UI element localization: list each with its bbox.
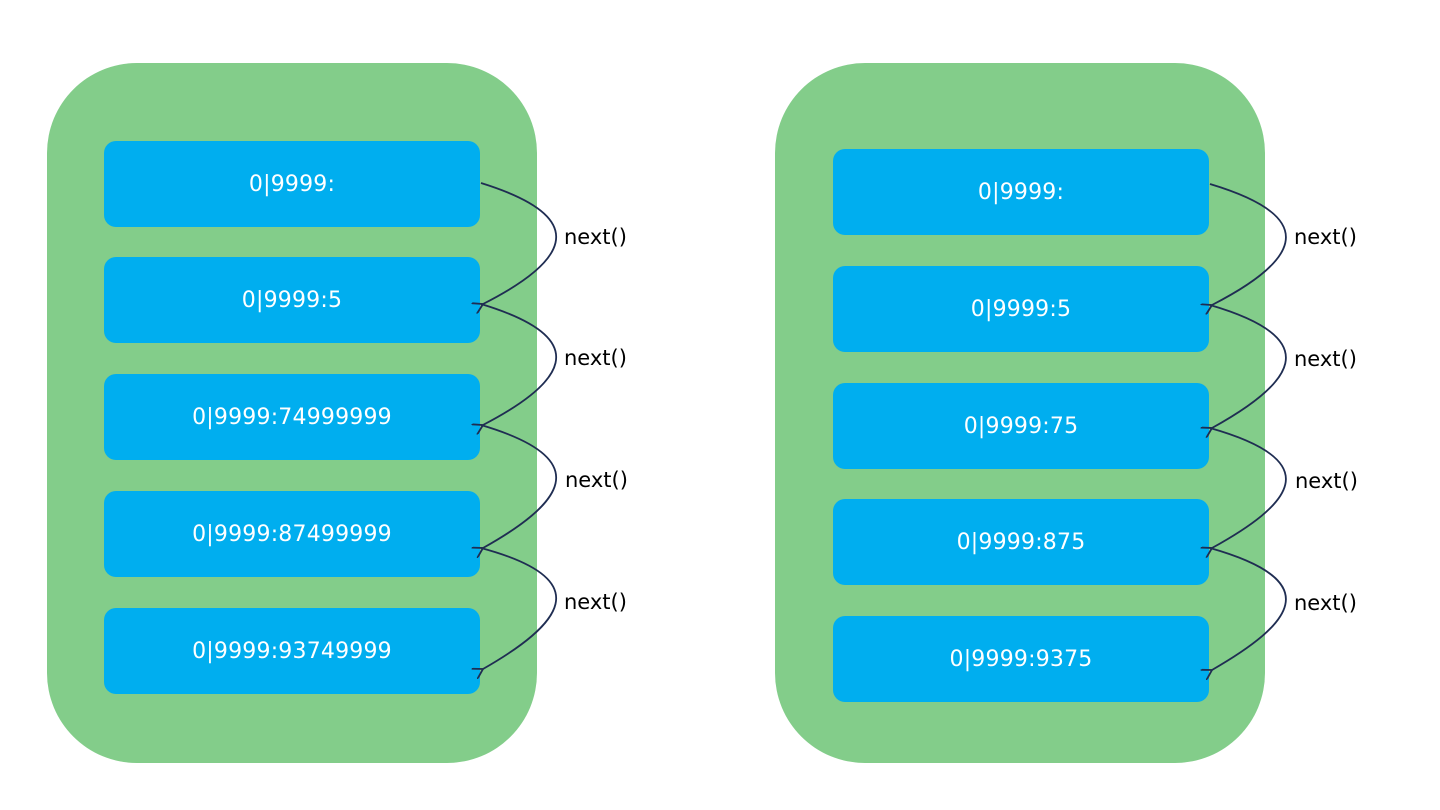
next-label-left-1: next(): [564, 225, 627, 249]
node-left-2: 0|9999:5: [104, 257, 480, 343]
next-label-left-3: next(): [565, 468, 628, 492]
node-left-5: 0|9999:93749999: [104, 608, 480, 694]
node-right-2: 0|9999:5: [833, 266, 1209, 352]
next-label-left-4: next(): [564, 590, 627, 614]
node-left-3: 0|9999:74999999: [104, 374, 480, 460]
node-right-3: 0|9999:75: [833, 383, 1209, 469]
next-label-left-2: next(): [564, 346, 627, 370]
next-label-right-2: next(): [1294, 347, 1357, 371]
left-panel: 0|9999: 0|9999:5 0|9999:74999999 0|9999:…: [47, 63, 537, 763]
right-panel: 0|9999: 0|9999:5 0|9999:75 0|9999:875 0|…: [775, 63, 1265, 763]
node-right-1: 0|9999:: [833, 149, 1209, 235]
next-label-right-4: next(): [1294, 591, 1357, 615]
node-left-4: 0|9999:87499999: [104, 491, 480, 577]
node-left-1: 0|9999:: [104, 141, 480, 227]
next-label-right-1: next(): [1294, 225, 1357, 249]
next-label-right-3: next(): [1295, 469, 1358, 493]
node-right-5: 0|9999:9375: [833, 616, 1209, 702]
node-right-4: 0|9999:875: [833, 499, 1209, 585]
